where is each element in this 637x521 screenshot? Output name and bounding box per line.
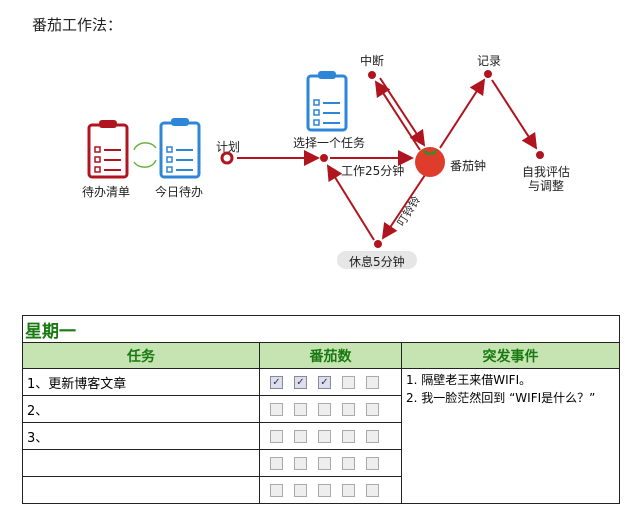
pomodoro-checkbox[interactable]: [318, 402, 331, 416]
events-cell: 1. 隔壁老王来借WIFI。 2. 我一脸茫然回到 “WIFI是什么？”: [401, 368, 620, 504]
today-todo-label: 今日待办: [155, 185, 204, 199]
event-item: 2. 我一脸茫然回到 “WIFI是什么？”: [406, 391, 596, 405]
pomodoro-checkbox[interactable]: [318, 483, 331, 497]
pomodoro-checkbox[interactable]: [318, 456, 331, 470]
pomodoro-checkbox[interactable]: [366, 402, 379, 416]
pomodoro-checkbox[interactable]: [294, 456, 307, 470]
pomodoro-checkbox[interactable]: [342, 483, 355, 497]
task-cell[interactable]: 2、: [22, 395, 260, 423]
table-row: 2、: [22, 395, 620, 423]
pomodoro-checkbox[interactable]: [342, 402, 355, 416]
pomodoro-cell: [259, 422, 402, 450]
pomodoro-checkbox[interactable]: ✓: [270, 375, 283, 389]
event-item: 1. 隔壁老王来借WIFI。: [406, 373, 532, 387]
rest-label: 休息5分钟: [349, 255, 405, 269]
page-title: 番茄工作法：: [32, 16, 123, 34]
today-todo-icon: [159, 118, 201, 179]
pomodoro-checkbox[interactable]: [366, 429, 379, 443]
pomodoro-diagram: [87, 70, 544, 269]
header-task: 任务: [22, 342, 260, 369]
select-task-label: 选择一个任务: [293, 136, 366, 150]
work-label: 工作25分钟: [341, 164, 405, 178]
self-eval-label-2: 与调整: [528, 179, 565, 193]
day-title: 星期一: [22, 315, 620, 343]
table-row: 1、更新博客文章 ✓ ✓ ✓ 1. 隔壁老王来借WIFI。 2. 我一脸茫然回到 “WIF…: [22, 368, 620, 504]
pomodoro-checkbox[interactable]: [270, 483, 283, 497]
pomodoro-checkbox[interactable]: [270, 456, 283, 470]
pomodoro-table: 星期一 任务 番茄数 突发事件 1、更新博客文章 ✓ ✓ ✓ 1. 隔壁老王来借WIFI…: [22, 315, 620, 504]
pomodoro-checkbox[interactable]: [294, 483, 307, 497]
todo-list-label: 待办清单: [82, 185, 131, 199]
header-events: 突发事件: [401, 342, 620, 369]
pomodoro-checkbox[interactable]: [294, 429, 307, 443]
pomodoro-checkbox[interactable]: [366, 375, 379, 389]
pomodoro-checkbox[interactable]: ✓: [318, 375, 331, 389]
table-row: 3、: [22, 422, 620, 450]
plan-node: [220, 151, 234, 165]
self-eval-label: 自我评估: [522, 165, 571, 179]
pomodoro-checkbox[interactable]: [294, 402, 307, 416]
record-label: 记录: [477, 54, 502, 68]
pomodoro-cell: [259, 476, 402, 504]
pomodoro-label: 番茄钟: [450, 159, 487, 173]
pomodoro-checkbox[interactable]: ✓: [294, 375, 307, 389]
task-cell[interactable]: 3、: [22, 422, 260, 450]
pomodoro-checkbox[interactable]: [366, 483, 379, 497]
table-row: [22, 476, 620, 504]
interrupt-label: 中断: [360, 54, 385, 68]
tomato-icon: [415, 147, 445, 177]
header-pomodoros: 番茄数: [259, 342, 402, 369]
pomodoro-cell: ✓ ✓ ✓: [259, 368, 402, 396]
pomodoro-cell: [259, 395, 402, 423]
pomodoro-checkbox[interactable]: [342, 456, 355, 470]
task-cell[interactable]: [22, 476, 260, 504]
task-cell[interactable]: 1、更新博客文章: [22, 368, 260, 396]
refresh-icon: [133, 142, 157, 168]
select-task-icon: [306, 71, 348, 132]
todo-list-icon: [87, 120, 129, 179]
pomodoro-checkbox[interactable]: [342, 429, 355, 443]
pomodoro-checkbox[interactable]: [342, 375, 355, 389]
pomodoro-checkbox[interactable]: [366, 456, 379, 470]
pomodoro-checkbox[interactable]: [270, 402, 283, 416]
pomodoro-checkbox[interactable]: [270, 429, 283, 443]
pomodoro-checkbox[interactable]: [318, 429, 331, 443]
task-cell[interactable]: [22, 449, 260, 477]
plan-label: 计划: [216, 140, 241, 154]
pomodoro-cell: [259, 449, 402, 477]
